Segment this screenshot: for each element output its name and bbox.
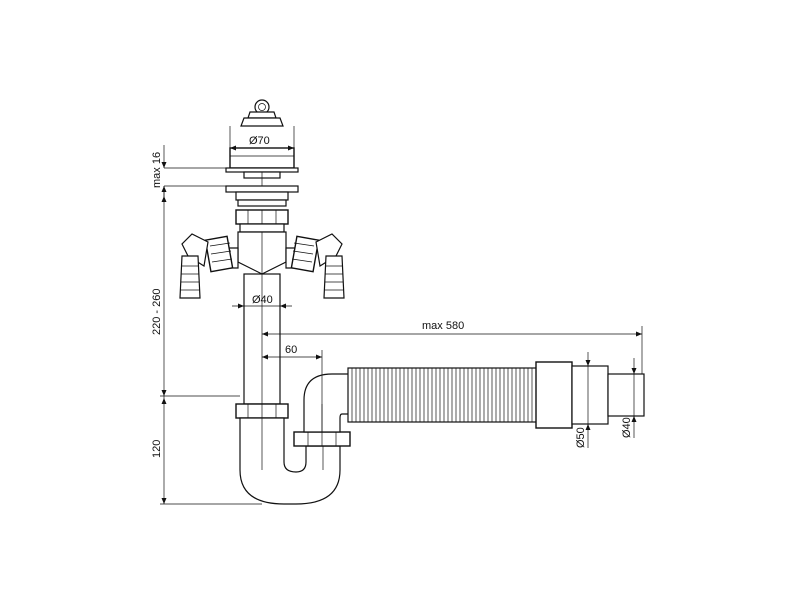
dimension-arrowhead bbox=[316, 354, 322, 360]
dimension-arrowhead bbox=[161, 390, 167, 396]
dimension-arrowhead bbox=[631, 416, 637, 422]
left-hose-connector bbox=[179, 233, 239, 299]
dim-label-outlet-diameter-1: Ø50 bbox=[575, 427, 587, 448]
dimension-arrowhead bbox=[161, 162, 167, 168]
dimension-arrowhead bbox=[161, 186, 167, 192]
dimension-arrowhead bbox=[631, 368, 637, 374]
dimension-arrowhead bbox=[585, 360, 591, 366]
dim-label-plug-diameter: Ø70 bbox=[249, 135, 270, 147]
dimension-arrowhead bbox=[636, 331, 642, 337]
dimension-arrowheads bbox=[161, 145, 642, 504]
drain-plug bbox=[240, 99, 284, 127]
dimension-plug-diameter: Ø70 bbox=[229, 126, 295, 149]
trap bbox=[235, 373, 351, 505]
dim-label-offset: 60 bbox=[285, 344, 297, 356]
dimension-arrowhead bbox=[262, 331, 268, 337]
dimension-tube-diameter: Ø40 bbox=[232, 294, 292, 307]
dim-label-height-range: 220 - 260 bbox=[151, 289, 163, 335]
dimension-arrowhead bbox=[262, 354, 268, 360]
upper-connector bbox=[235, 209, 289, 275]
dim-label-outlet-diameter-2: Ø40 bbox=[621, 417, 633, 438]
dim-label-trap-height: 120 bbox=[151, 440, 163, 458]
dimension-arrowhead bbox=[280, 303, 286, 309]
dimension-max-length: max 580 bbox=[262, 320, 643, 374]
dimension-arrowhead bbox=[585, 424, 591, 430]
dimension-arrowhead bbox=[238, 303, 244, 309]
dim-label-tube-diameter: Ø40 bbox=[252, 294, 273, 306]
dim-label-max-height: max 16 bbox=[151, 152, 163, 188]
dimension-height-range: 220 - 260 bbox=[151, 186, 240, 397]
right-hose-connector bbox=[285, 233, 345, 299]
flexible-hose bbox=[347, 361, 645, 429]
dimension-arrowhead bbox=[161, 398, 167, 404]
dimension-arrowhead bbox=[161, 498, 167, 504]
dimension-arrowhead bbox=[230, 145, 236, 151]
dimension-arrowhead bbox=[288, 145, 294, 151]
dimension-trap-height: 120 bbox=[151, 396, 262, 505]
dimension-offset: 60 bbox=[262, 344, 323, 432]
strainer bbox=[225, 147, 299, 207]
dimension-outlet-diameter-1: Ø50 bbox=[575, 352, 589, 448]
dim-label-max-length: max 580 bbox=[422, 320, 464, 332]
dimension-arrowhead bbox=[161, 196, 167, 202]
